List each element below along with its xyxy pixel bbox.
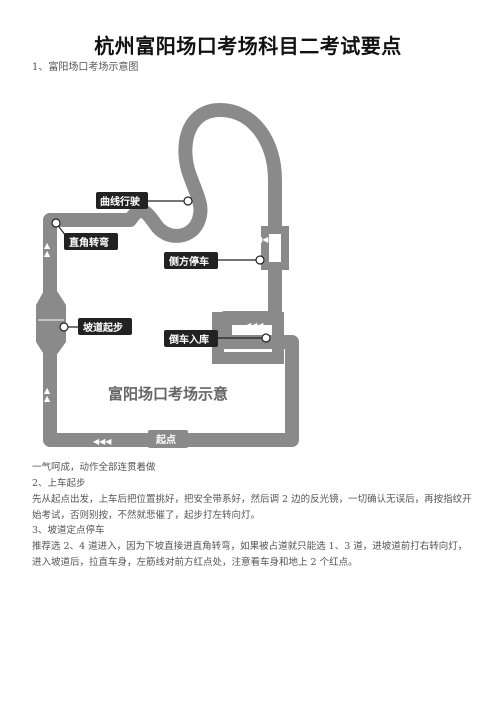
section-3-body: 推荐选 2、4 道进入，因为下坡直接进直角转弯，如果被占道就只能选 1、3 道，… xyxy=(32,541,468,568)
section-3-heading: 3、坡道定点停车 xyxy=(32,525,105,536)
map-watermark: 富阳场口考场示意 xyxy=(108,385,228,403)
label-reverse: 倒车入库 xyxy=(168,333,209,346)
label-right-angle: 直角转弯 xyxy=(69,236,109,249)
section-2-body: 先从起点出发，上车后把位置挑好，把安全带系好，然后调 2 边的反光镜，一切确认无… xyxy=(32,494,472,521)
arrow-up-2: ▲ xyxy=(44,249,51,258)
parallel-notch xyxy=(261,226,289,270)
text-line-1: 一气呵成，动作全部连贯着做 xyxy=(32,462,156,473)
arrow-up-3: ▲ xyxy=(44,386,51,395)
arrow-left-3: ◀◀◀ xyxy=(245,321,264,330)
label-slope: 坡道起步 xyxy=(83,321,123,334)
label-parallel: 侧方停车 xyxy=(169,255,209,268)
section-2-heading: 2、上车起步 xyxy=(32,478,86,489)
track-outer xyxy=(43,103,299,447)
arrow-up-4: ▲ xyxy=(44,394,51,403)
arrow-left-1: ◀◀◀ xyxy=(93,437,112,446)
label-curve: 曲线行驶 xyxy=(100,195,140,208)
map-caption: 1、富阳场口考场示意图 xyxy=(32,62,139,73)
arrow-left-2: ◀◀◀ xyxy=(256,235,275,244)
slope-area xyxy=(36,280,66,364)
page-title: 杭州富阳场口考场科目二考试要点 xyxy=(94,34,402,58)
arrow-up-1: ▲ xyxy=(44,241,51,250)
label-start: 起点 xyxy=(155,433,176,446)
exam-site-map: ▲ ▲ ▲ ▲ ◀◀◀ ◀◀◀ ◀◀◀ 曲线行驶 直角转弯 侧方停车 坡道起步 … xyxy=(36,103,299,448)
